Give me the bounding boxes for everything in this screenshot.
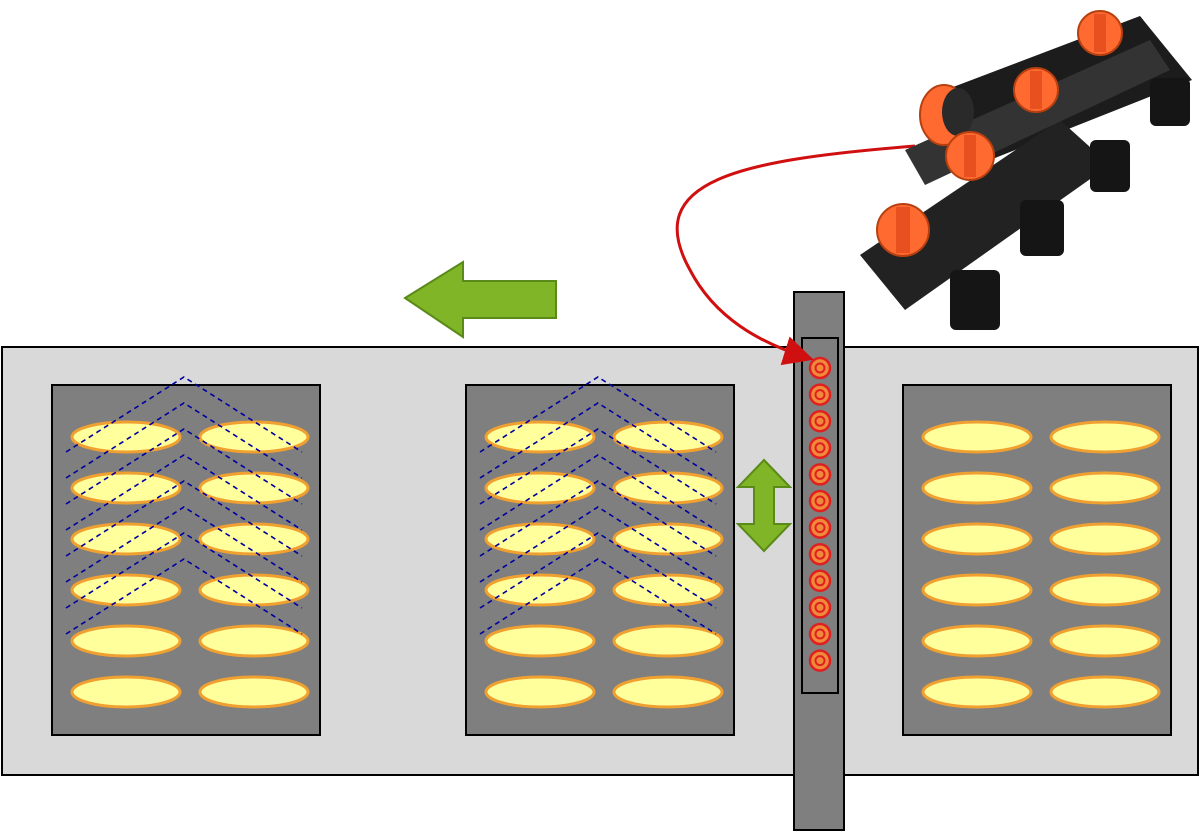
spray-chevron [65,376,303,453]
nozzle-orifice [814,655,826,667]
nozzle-orifice [814,389,826,401]
cake [198,624,310,658]
nozzle [808,622,832,646]
cake [612,420,724,454]
spray-chevron [479,506,717,583]
cake [612,624,724,658]
cake [484,675,596,709]
cake [484,624,596,658]
spray-chevron [65,506,303,583]
cake [70,471,182,505]
spray-chevron [479,558,717,635]
cake [70,420,182,454]
cake [484,420,596,454]
spray-nozzles [808,356,832,672]
nozzle-orifice [814,548,826,560]
cake [921,522,1033,556]
spray-chevron [65,532,303,609]
tray-left [51,376,321,736]
splitter-valves [876,10,1123,257]
spray-chevron [479,428,717,505]
cake [921,573,1033,607]
cake [1049,675,1161,709]
cake [1049,573,1161,607]
nozzle [808,516,832,539]
tray-right [902,384,1172,736]
spray-chevron [65,428,303,505]
nozzle [808,569,832,593]
cake [921,471,1033,505]
spray-chevron [479,376,717,453]
nozzle [808,596,832,619]
nozzle-orifice [814,522,826,534]
nozzle [808,383,832,406]
spray-chevron [65,454,303,531]
cake [612,522,724,556]
left-arrow-icon [403,260,557,339]
nozzle [808,356,832,380]
cake [612,471,724,505]
cake [70,573,182,607]
nozzle-orifice [814,442,826,454]
cake [198,471,310,505]
cake [70,522,182,556]
up-down-arrow-icon [735,458,793,553]
nozzle [808,649,832,672]
cake [921,420,1033,454]
cake [1049,471,1161,505]
spray-chevron [479,454,717,531]
tray-middle [465,376,735,736]
cake [612,675,724,709]
spray-chevron [479,402,717,479]
nozzle-orifice [814,601,826,613]
nozzle-orifice [814,362,826,374]
spray-chevron [65,402,303,479]
cake [1049,624,1161,658]
cake [198,573,310,607]
nozzle [808,409,832,433]
cake [1049,522,1161,556]
cake [484,522,596,556]
cake [198,675,310,709]
nozzle [808,463,832,486]
cake [484,471,596,505]
supply-pointer-arrow [675,144,916,366]
cake [921,675,1033,709]
cake [70,624,182,658]
nozzle [808,542,832,566]
nozzle [808,436,832,460]
cake [198,522,310,556]
nozzle [808,489,832,513]
nozzle-orifice [814,628,826,640]
cake [484,573,596,607]
cake [70,675,182,709]
spray-bar [793,291,845,831]
nozzle-orifice [814,575,826,587]
cake [198,420,310,454]
cake [1049,420,1161,454]
spray-chevron [479,532,717,609]
cake [921,624,1033,658]
nozzle-orifice [814,415,826,427]
spray-chevron [65,480,303,557]
splitter-body-lower [860,120,1110,310]
nozzle-orifice [814,495,826,507]
spray-chevron [65,558,303,635]
cake [612,573,724,607]
splitter-outlets [950,78,1190,330]
nozzle-orifice [814,468,826,480]
splitter-inlet-ring [942,88,974,136]
hose-splitter-icon [860,10,1192,330]
spray-chevron [479,480,717,557]
